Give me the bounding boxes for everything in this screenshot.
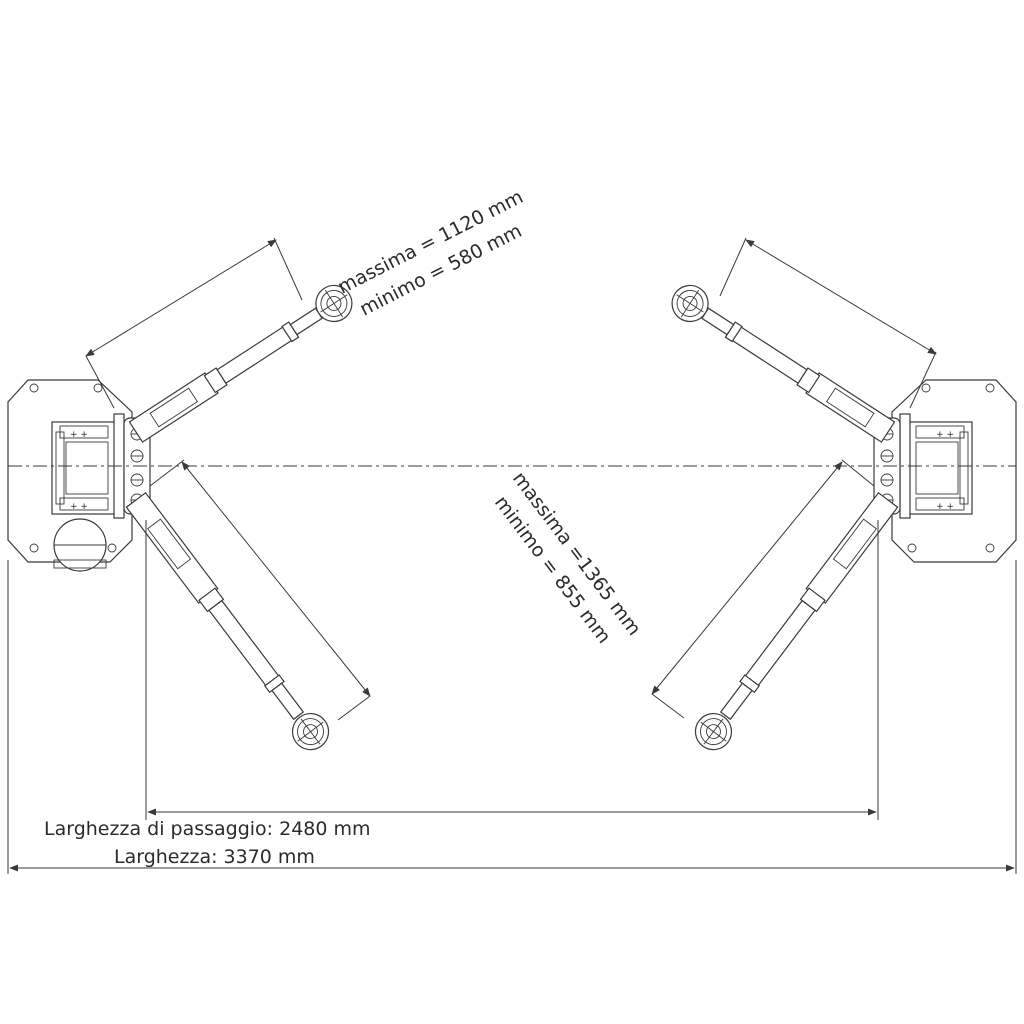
left-upper-arm xyxy=(125,277,360,448)
drive-through-width-label: Larghezza di passaggio: 2480 mm xyxy=(44,818,371,840)
right-lower-arm xyxy=(687,488,903,758)
right-upper-arm xyxy=(664,277,899,448)
left-long-arm-dimension xyxy=(149,459,371,721)
left-lower-arm xyxy=(121,488,337,758)
left-short-arm-dimension xyxy=(85,237,303,409)
drive-through-dimension xyxy=(145,520,879,820)
right-column xyxy=(873,379,1017,563)
overall-width-label: Larghezza: 3370 mm xyxy=(114,846,315,868)
right-short-arm-dimension xyxy=(719,237,937,409)
right-long-arm-dimension xyxy=(651,459,875,719)
overall-width-dimension xyxy=(7,560,1017,874)
left-column xyxy=(7,379,151,572)
